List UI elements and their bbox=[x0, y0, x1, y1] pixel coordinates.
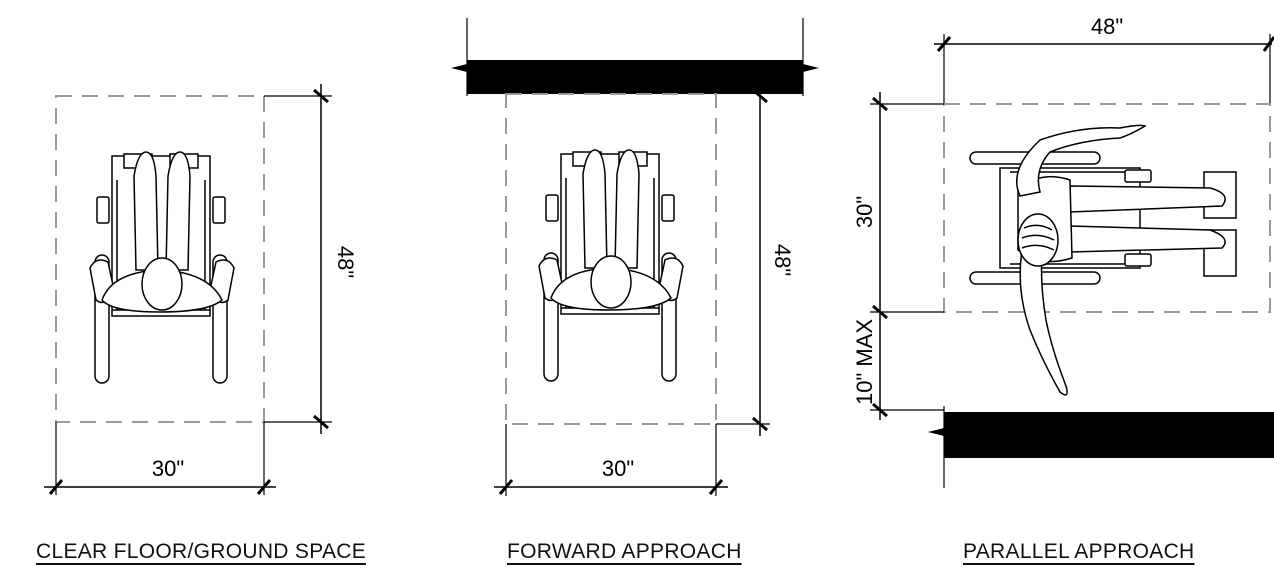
depth-label: 48" bbox=[333, 246, 358, 278]
clear-space-outline bbox=[505, 93, 717, 425]
wheelchair-figure bbox=[969, 124, 1237, 396]
clear-space-outline bbox=[55, 95, 265, 423]
wall-obstruction bbox=[944, 412, 1274, 458]
caption-parallel-approach: PARALLEL APPROACH bbox=[963, 540, 1195, 563]
depth-label: 30" bbox=[852, 196, 877, 228]
clear-space-outline bbox=[943, 103, 1271, 313]
wheelchair-figure bbox=[538, 149, 684, 382]
depth-label: 48" bbox=[770, 244, 795, 276]
panel-forward-approach: 30" 48" bbox=[451, 18, 819, 496]
width-label: 30" bbox=[602, 456, 634, 481]
wheelchair-figure bbox=[89, 151, 235, 384]
panel-clear-floor: 30" 48" bbox=[44, 84, 358, 495]
panel-parallel-approach: 48" 30" 10" MAX bbox=[852, 14, 1274, 488]
caption-clear-floor: CLEAR FLOOR/GROUND SPACE bbox=[36, 540, 367, 563]
offset-label: 10" MAX bbox=[852, 319, 877, 405]
width-label: 30" bbox=[152, 456, 184, 481]
wall-obstruction bbox=[467, 60, 803, 94]
width-label: 48" bbox=[1091, 14, 1123, 39]
caption-forward-approach: FORWARD APPROACH bbox=[507, 540, 742, 563]
